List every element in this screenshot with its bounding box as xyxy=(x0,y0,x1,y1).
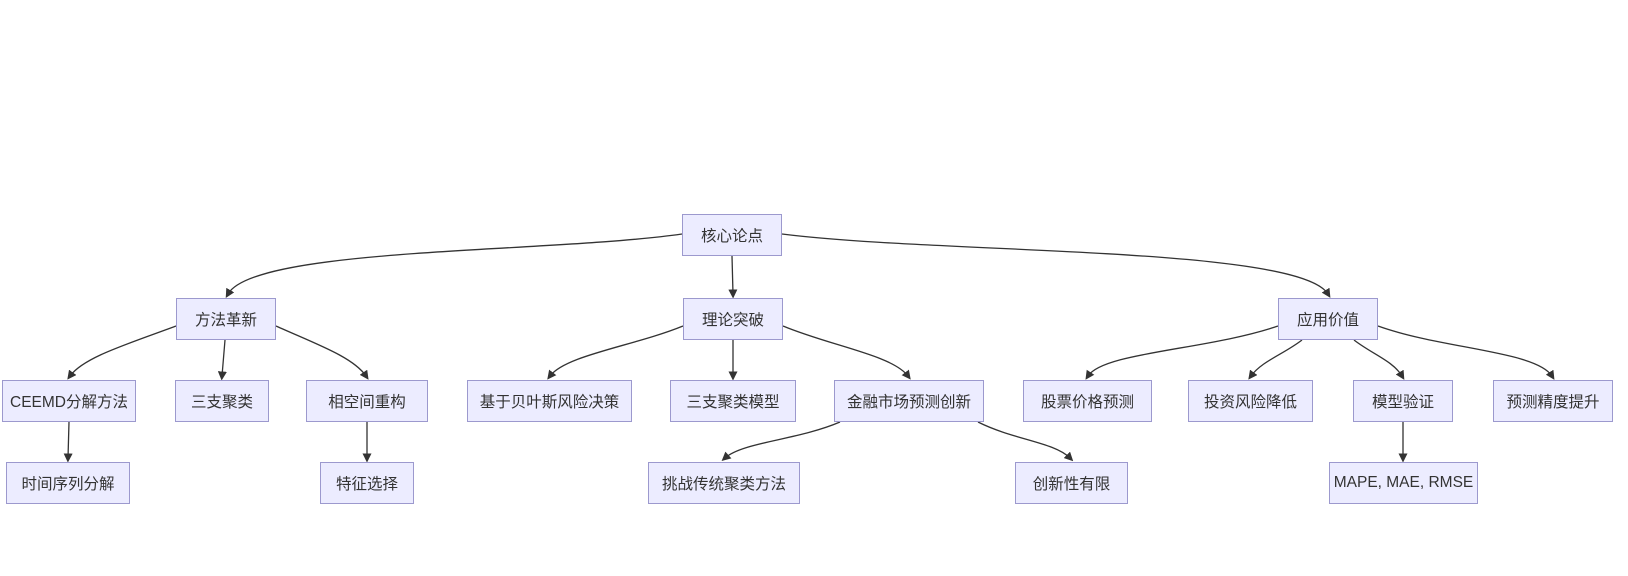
node-metrics: MAPE, MAE, RMSE xyxy=(1329,462,1478,504)
node-prediction-accuracy: 预测精度提升 xyxy=(1493,380,1613,422)
node-finance-forecast-innovation: 金融市场预测创新 xyxy=(834,380,984,422)
node-time-series-decomposition: 时间序列分解 xyxy=(6,462,130,504)
node-three-way-clustering: 三支聚类 xyxy=(175,380,269,422)
node-limited-innovation: 创新性有限 xyxy=(1015,462,1128,504)
edge-application-value-to-stock-price-prediction xyxy=(1085,325,1279,380)
node-method-innovation: 方法革新 xyxy=(176,298,276,340)
edge-core-to-theory-breakthrough xyxy=(728,255,738,299)
edge-finance-forecast-innovation-to-challenge-traditional-clustering xyxy=(721,421,841,462)
edge-finance-forecast-innovation-to-limited-innovation xyxy=(977,421,1074,462)
edge-ceemd-to-time-series-decomposition xyxy=(63,421,73,463)
edge-method-innovation-to-ceemd xyxy=(67,325,177,380)
node-bayes-risk-decision: 基于贝叶斯风险决策 xyxy=(467,380,632,422)
node-theory-breakthrough: 理论突破 xyxy=(683,298,783,340)
node-ceemd: CEEMD分解方法 xyxy=(2,380,136,422)
node-phase-space: 相空间重构 xyxy=(306,380,428,422)
node-three-way-model: 三支聚类模型 xyxy=(670,380,796,422)
node-core: 核心论点 xyxy=(682,214,782,256)
edge-application-value-to-prediction-accuracy xyxy=(1377,325,1555,380)
edge-application-value-to-model-validation xyxy=(1353,339,1405,380)
node-challenge-traditional-clustering: 挑战传统聚类方法 xyxy=(648,462,800,504)
node-investment-risk-reduction: 投资风险降低 xyxy=(1188,380,1313,422)
node-stock-price-prediction: 股票价格预测 xyxy=(1023,380,1152,422)
edge-method-innovation-to-three-way-clustering xyxy=(217,339,227,381)
node-model-validation: 模型验证 xyxy=(1353,380,1453,422)
edge-application-value-to-investment-risk-reduction xyxy=(1248,339,1303,380)
node-feature-selection: 特征选择 xyxy=(320,462,414,504)
edge-theory-breakthrough-to-bayes-risk-decision xyxy=(547,325,684,380)
node-application-value: 应用价值 xyxy=(1278,298,1378,340)
edge-method-innovation-to-phase-space xyxy=(275,325,369,380)
edge-core-to-method-innovation xyxy=(225,233,683,298)
edge-core-to-application-value xyxy=(781,233,1331,298)
edge-theory-breakthrough-to-finance-forecast-innovation xyxy=(782,325,911,380)
